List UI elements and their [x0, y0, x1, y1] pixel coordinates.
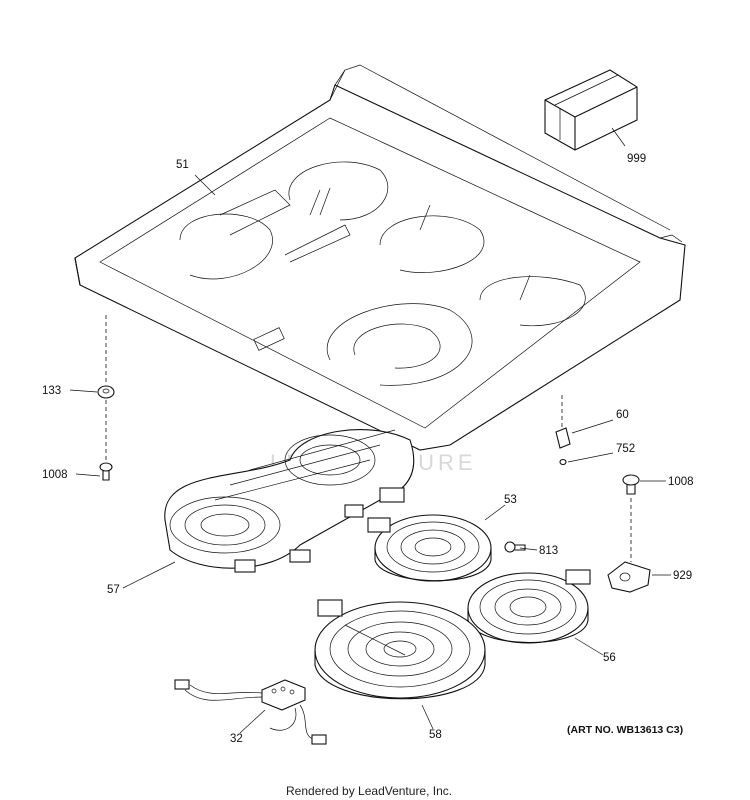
label-929: 929	[673, 570, 692, 582]
label-51: 51	[176, 159, 189, 171]
left-front-element-part	[314, 599, 486, 700]
right-screw-part	[622, 474, 640, 495]
label-56: 56	[603, 652, 616, 664]
grommet-part	[97, 385, 115, 399]
label-813: 813	[539, 545, 558, 557]
dual-element-part	[164, 429, 415, 573]
bracket-part	[555, 427, 571, 449]
art-number: (ART NO. WB13613 C3)	[567, 724, 683, 736]
label-53: 53	[504, 494, 517, 506]
left-screw-part	[99, 462, 113, 481]
leader-lines	[69, 127, 671, 734]
shipping-box-part	[544, 69, 638, 151]
right-rear-element-part	[367, 514, 492, 582]
label-752: 752	[616, 443, 635, 455]
connector-screw-part	[504, 541, 526, 553]
label-60: 60	[616, 409, 629, 421]
label-32: 32	[230, 733, 243, 745]
right-front-element-part	[467, 569, 591, 644]
label-999: 999	[627, 153, 646, 165]
label-1008-right: 1008	[668, 476, 694, 488]
label-57: 57	[107, 584, 120, 596]
wire-harness-part	[174, 679, 327, 745]
clip-part	[607, 561, 651, 593]
label-133: 133	[42, 385, 61, 397]
label-58: 58	[429, 729, 442, 741]
label-1008-left: 1008	[42, 469, 68, 481]
small-screw-part	[559, 458, 567, 466]
footer-credit: Rendered by LeadVenture, Inc.	[286, 784, 452, 798]
cooktop-glass-part	[74, 64, 686, 451]
